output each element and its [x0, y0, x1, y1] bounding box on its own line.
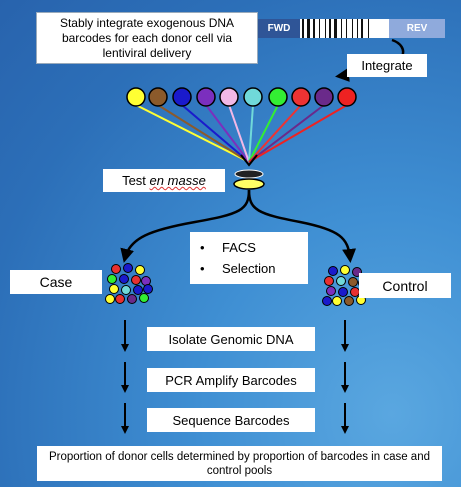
final-text: Proportion of donor cells determined by …	[48, 450, 430, 477]
donor-cell-icon	[126, 87, 146, 107]
pool-cell-icon	[109, 284, 119, 294]
test-en-masse-box: Test en masse	[103, 169, 225, 192]
selection-item: •Selection	[200, 258, 308, 279]
pool-cell-icon	[336, 276, 346, 286]
pool-cell-icon	[326, 286, 336, 296]
step-pcr-amplify-barcodes: PCR Amplify Barcodes	[147, 368, 315, 392]
barcode-construct: FWD REV	[258, 19, 445, 38]
bullet-icon: •	[200, 240, 205, 255]
pool-cell-icon	[133, 285, 143, 295]
split-arrow-left	[120, 189, 251, 263]
pool-dish-icon	[233, 169, 265, 190]
pool-cell-icon	[143, 284, 153, 294]
donor-cell-icon	[196, 87, 216, 107]
barcode-stripe	[368, 19, 369, 38]
facs-selection-box: •FACS •Selection	[190, 232, 308, 284]
cell-lines	[135, 104, 348, 167]
barcode-stripe	[313, 19, 315, 38]
barcode-stripe	[307, 19, 310, 38]
donor-cell-icon	[291, 87, 311, 107]
donor-cell-icon	[219, 87, 239, 107]
pool-cell-icon	[127, 294, 137, 304]
case-label: Case	[39, 274, 73, 290]
cell-line	[248, 104, 254, 163]
final-result-box: Proportion of donor cells determined by …	[37, 446, 442, 481]
pool-cell-icon	[135, 265, 145, 275]
step-isolate-genomic-dna: Isolate Genomic DNA	[147, 327, 315, 351]
pool-cell-icon	[115, 294, 125, 304]
barcode-stripe	[302, 19, 304, 38]
rev-primer-segment: REV	[389, 19, 445, 38]
barcode-stripe	[341, 19, 342, 38]
fwd-primer-segment: FWD	[258, 19, 300, 38]
case-label-box: Case	[10, 270, 102, 294]
pool-cell-icon	[111, 264, 121, 274]
test-label-prefix: Test	[122, 173, 150, 188]
cell-line	[157, 104, 250, 163]
barcode-stripe	[319, 19, 320, 38]
cell-line	[205, 104, 250, 163]
pool-cell-icon	[328, 266, 338, 276]
pool-cell-icon	[322, 296, 332, 306]
barcode-stripe	[352, 19, 353, 38]
cell-line	[135, 104, 250, 163]
donor-cell-icon	[172, 87, 192, 107]
pool-cell-icon	[324, 276, 334, 286]
intro-text: Stably integrate exogenous DNA barcodes …	[59, 15, 235, 60]
barcode-stripe	[334, 19, 337, 38]
convergence-arrowhead	[240, 154, 258, 167]
pool-cell-icon	[123, 263, 133, 273]
test-label-emphasis: en masse	[149, 173, 206, 188]
facs-item: •FACS	[200, 237, 308, 258]
pool-cell-icon	[340, 265, 350, 275]
intro-text-box: Stably integrate exogenous DNA barcodes …	[36, 12, 258, 64]
step-sequence-barcodes: Sequence Barcodes	[147, 408, 315, 432]
control-label-box: Control	[359, 273, 451, 298]
control-label: Control	[382, 277, 428, 294]
pool-cell-icon	[121, 285, 131, 295]
cell-line	[248, 104, 279, 163]
pool-cell-icon	[338, 287, 348, 297]
bullet-icon: •	[200, 261, 205, 276]
barcode-stripes-icon	[302, 19, 369, 38]
pool-cell-icon	[344, 296, 354, 306]
donor-cell-icon	[243, 87, 263, 107]
pool-cell-icon	[348, 277, 358, 287]
pool-cell-icon	[332, 296, 342, 306]
donor-cell-icon	[268, 87, 288, 107]
split-arrow-right	[247, 189, 357, 263]
cell-line	[228, 104, 250, 163]
cell-line	[248, 104, 302, 163]
pool-cell-icon	[107, 274, 117, 284]
pool-cell-icon	[119, 274, 129, 284]
barcode-stripe	[346, 19, 347, 38]
barcode-stripe	[325, 19, 326, 38]
pool-cell-icon	[139, 293, 149, 303]
case-pool-cells	[105, 263, 153, 304]
pool-cell-icon	[105, 294, 115, 304]
integrate-label-box: Integrate	[347, 54, 427, 77]
donor-cell-icon	[314, 87, 334, 107]
donor-cell-icon	[148, 87, 168, 107]
barcode-stripe	[357, 19, 358, 38]
barcode-stripe	[329, 19, 331, 38]
donor-cells	[126, 87, 357, 107]
integrate-label: Integrate	[361, 58, 413, 73]
cell-line	[181, 104, 250, 163]
cell-line	[248, 104, 348, 163]
pool-cell-icon	[131, 275, 141, 285]
donor-cell-icon	[337, 87, 357, 107]
cell-line	[248, 104, 325, 163]
barcode-stripe	[361, 19, 363, 38]
